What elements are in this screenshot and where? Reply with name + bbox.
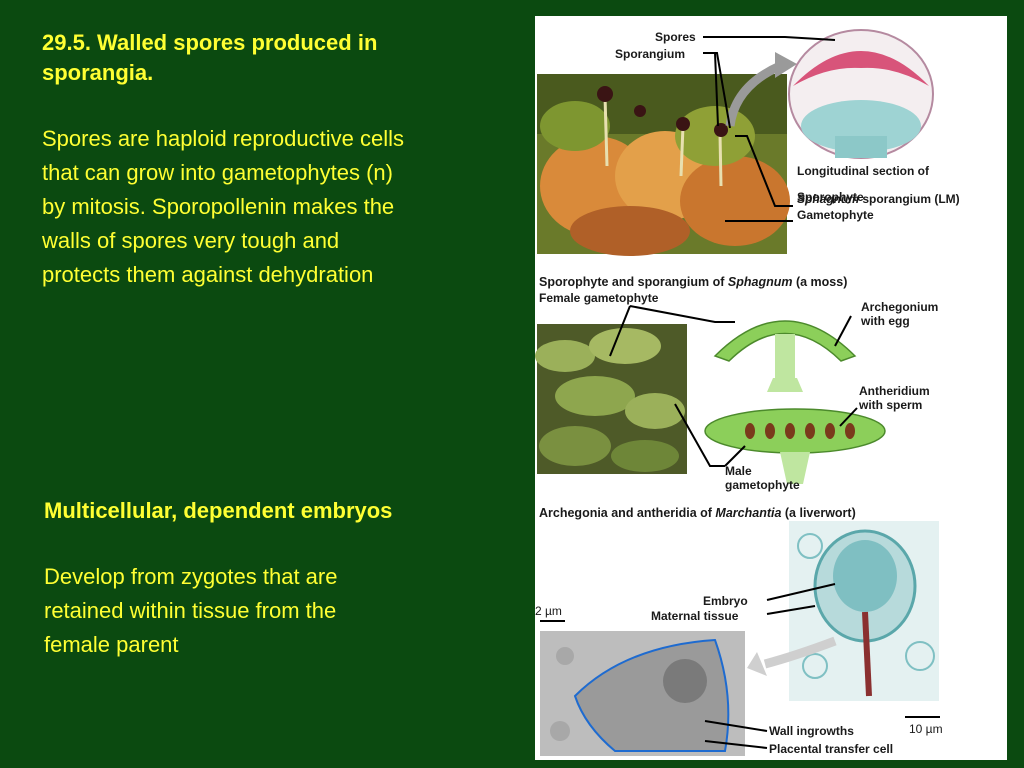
figure-illustration	[535, 29, 940, 756]
label-embryo: Embryo	[703, 594, 748, 608]
section-spores: 29.5. Walled spores produced in sporangi…	[42, 28, 522, 292]
caption-sphagnum: Sporophyte and sporangium of Sphagnum (a…	[539, 261, 847, 289]
caption-marchantia-italic: Marchantia	[715, 506, 782, 520]
section-embryos-body: Develop from zygotes that are retained w…	[44, 564, 338, 657]
caption-sphagnum-italic: Sphagnum	[727, 275, 793, 289]
section-spores-heading: 29.5. Walled spores produced in sporangi…	[42, 30, 378, 85]
scale-bar-2um: 2 µm	[535, 604, 562, 618]
label-antheridium: Antheridium with sperm	[859, 384, 930, 412]
label-female-gametophyte: Female gametophyte	[539, 291, 659, 305]
label-male-gametophyte: Male gametophyte	[725, 464, 800, 492]
section-spores-body: Spores are haploid reproductive cells th…	[42, 126, 404, 287]
label-sporangium-lm: sporangium (LM)	[859, 192, 960, 206]
label-placental-transfer-cell: Placental transfer cell	[769, 742, 894, 756]
label-longitudinal-line1: Longitudinal section of	[797, 164, 929, 178]
caption-sphagnum-post: (a moss)	[792, 275, 848, 289]
caption-marchantia-pre: Archegonia and antheridia of	[539, 506, 716, 520]
liverwort-photo	[535, 324, 687, 474]
embryo-micrograph	[789, 521, 939, 701]
scale-bar-10um: 10 µm	[909, 722, 943, 736]
label-gametophyte: Gametophyte	[797, 208, 874, 222]
archegoniophore-diagram	[713, 320, 857, 392]
label-wall-ingrowths: Wall ingrowths	[769, 724, 854, 738]
label-longitudinal-section: Longitudinal section of Sphagnum sporang…	[797, 150, 960, 206]
label-spores: Spores	[655, 30, 696, 44]
section-embryos-heading: Multicellular, dependent embryos	[44, 498, 393, 523]
placental-micrograph	[540, 631, 745, 756]
label-sporangium: Sporangium	[615, 47, 686, 61]
caption-marchantia: Archegonia and antheridia of Marchantia …	[539, 492, 856, 520]
caption-marchantia-post: (a liverwort)	[781, 506, 856, 520]
figure-panel: Spores Sporangium Longitudinal section o…	[535, 16, 1007, 760]
label-archegonium: Archegonium with egg	[861, 300, 939, 328]
moss-photo	[537, 74, 790, 256]
label-sporophyte: Sporophyte	[797, 190, 864, 204]
label-sphagnum-italic: Sphagnum	[797, 192, 859, 206]
antheridiophore-diagram	[704, 408, 886, 484]
caption-sphagnum-pre: Sporophyte and sporangium of	[539, 275, 728, 289]
section-embryos: Multicellular, dependent embryos Develop…	[44, 496, 514, 662]
sporangium-section	[788, 29, 934, 159]
label-maternal-tissue: Maternal tissue	[651, 609, 739, 623]
